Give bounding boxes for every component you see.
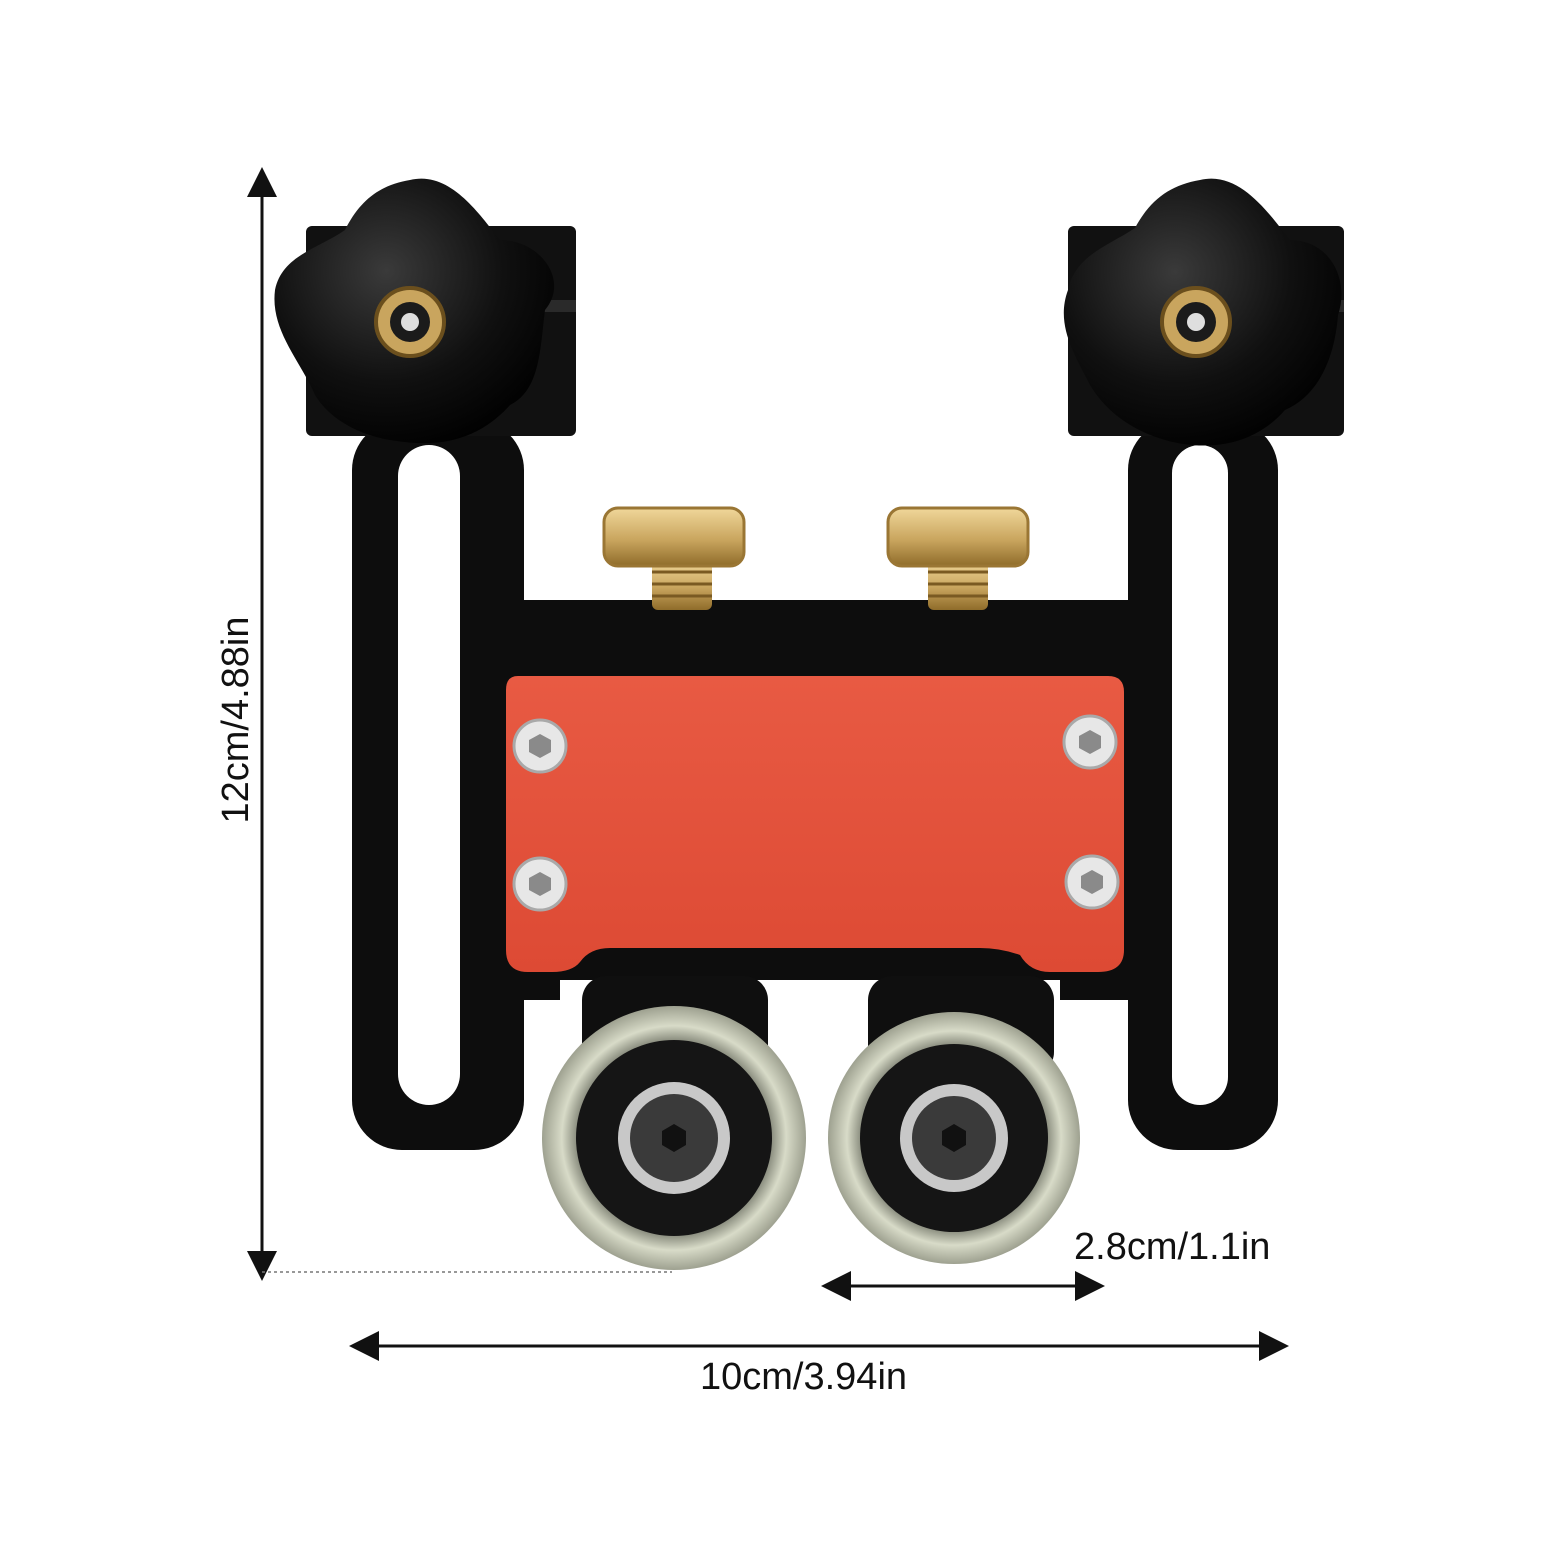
- red-plate: [506, 676, 1124, 972]
- wheel-spacing-dimension-label: 2.8cm/1.1in: [1074, 1226, 1271, 1268]
- plate-screw-top-right: [1062, 714, 1118, 770]
- height-dimension-line: [247, 167, 672, 1281]
- width-dimension-label: 10cm/3.94in: [700, 1356, 908, 1398]
- plate-screw-bottom-right: [1064, 854, 1120, 910]
- left-slotted-arm: [352, 420, 524, 1150]
- right-star-knob: [1063, 178, 1342, 446]
- brass-thumb-screw-left: [602, 506, 746, 610]
- plate-screw-top-left: [512, 718, 568, 774]
- left-star-knob: [274, 178, 555, 444]
- left-roller-wheel: [542, 1006, 806, 1270]
- height-dimension-label: 12cm/4.88in: [215, 616, 257, 824]
- plate-screw-bottom-left: [512, 856, 568, 912]
- brass-thumb-screw-right: [886, 506, 1030, 610]
- right-roller-wheel: [828, 1012, 1080, 1264]
- right-slotted-arm: [1128, 420, 1278, 1150]
